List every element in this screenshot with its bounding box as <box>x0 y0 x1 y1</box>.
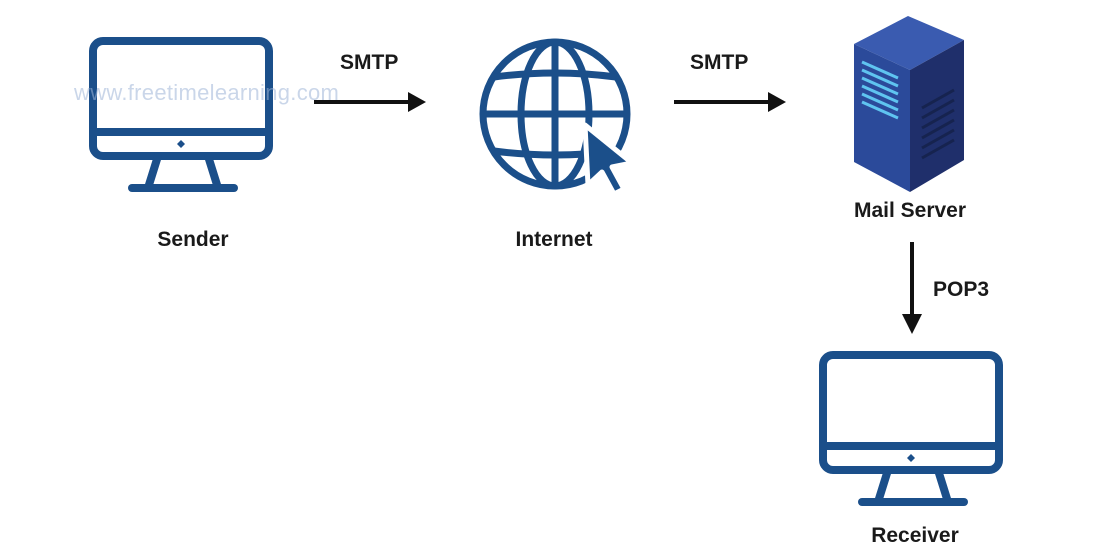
mail-server-icon <box>854 16 964 192</box>
arrow-internet-to-server <box>674 92 786 112</box>
sender-monitor-icon <box>89 37 273 192</box>
receiver-monitor-icon <box>819 351 1003 506</box>
arrow-sender-to-internet <box>314 92 426 112</box>
watermark-text: www.freetimelearning.com <box>74 80 340 105</box>
mail-server-label: Mail Server <box>853 199 967 222</box>
receiver-label: Receiver <box>871 524 959 547</box>
sender-label: Sender <box>157 228 229 251</box>
smtp-label-1: SMTP <box>340 51 399 74</box>
internet-globe-icon <box>479 38 635 197</box>
internet-label: Internet <box>515 228 593 251</box>
smtp-label-2: SMTP <box>690 51 749 74</box>
pop3-label: POP3 <box>933 278 990 301</box>
arrow-server-to-receiver <box>902 242 922 334</box>
